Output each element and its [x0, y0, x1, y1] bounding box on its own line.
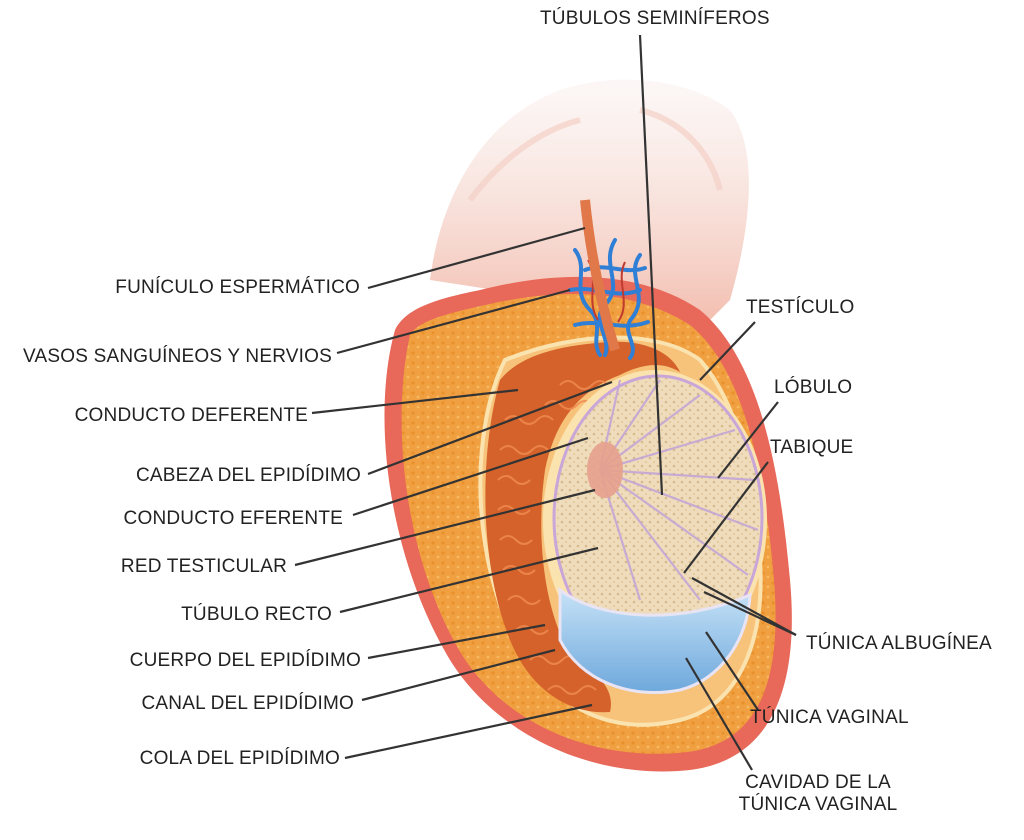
label-cuerpo-epididimo: CUERPO DEL EPIDÍDIMO: [129, 650, 361, 671]
label-vasos-sanguineos-nervios: VASOS SANGUÍNEOS Y NERVIOS: [23, 346, 332, 367]
label-tabique: TABIQUE: [770, 437, 854, 458]
label-tunica-vaginal: TÚNICA VAGINAL: [750, 707, 909, 728]
label-cavidad-line-1: CAVIDAD DE LA: [745, 772, 891, 793]
epididymis-illustration: [485, 341, 680, 713]
label-testiculo: TESTÍCULO: [746, 297, 855, 318]
label-red-testicular: RED TESTICULAR: [120, 556, 287, 577]
label-cabeza-epididimo: CABEZA DEL EPIDÍDIMO: [135, 465, 361, 486]
label-cavidad-tunica-vaginal: CAVIDAD DE LA TÚNICA VAGINAL: [728, 772, 908, 816]
label-lobulo: LÓBULO: [774, 377, 853, 398]
label-funiculo-espermatico: FUNÍCULO ESPERMÁTICO: [115, 277, 360, 298]
leader-lines: [294, 34, 797, 771]
label-conducto-eferente: CONDUCTO EFERENTE: [123, 508, 343, 529]
label-tubulos-seminiferos: TÚBULOS SEMINÍFEROS: [540, 8, 770, 29]
tunica-vaginalis-cavity: [558, 587, 752, 695]
label-canal-epididimo: CANAL DEL EPIDÍDIMO: [141, 693, 354, 714]
label-tubulo-recto: TÚBULO RECTO: [181, 604, 332, 625]
label-cavidad-line-2: TÚNICA VAGINAL: [738, 794, 898, 815]
label-conducto-deferente: CONDUCTO DEFERENTE: [74, 405, 308, 426]
label-cola-epididimo: COLA DEL EPIDÍDIMO: [139, 748, 340, 769]
label-tunica-albuginea: TÚNICA ALBUGÍNEA: [806, 633, 992, 654]
